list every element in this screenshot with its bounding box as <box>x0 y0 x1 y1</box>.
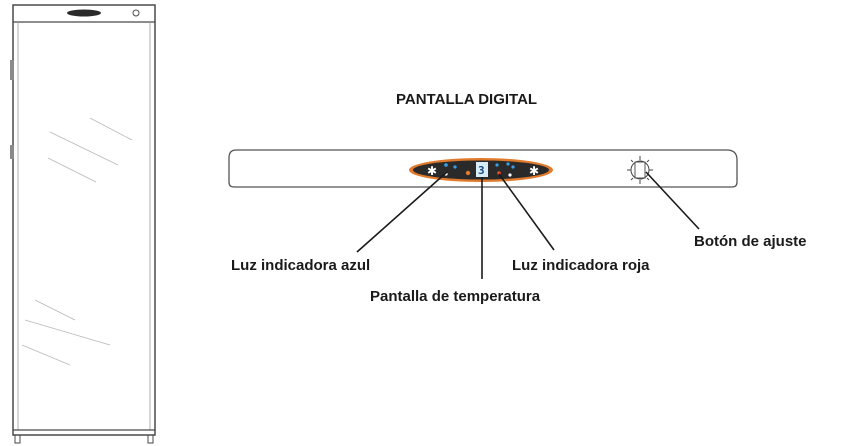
blue-indicator-label: Luz indicadora azul <box>231 257 370 274</box>
red-indicator-label: Luz indicadora roja <box>512 257 650 274</box>
adjust-knob-icon[interactable] <box>627 156 653 184</box>
indicator-dot <box>465 170 471 176</box>
indicator-dot <box>508 173 512 177</box>
temperature-display-screen <box>476 162 488 177</box>
temperature-readout: 3 <box>478 164 485 177</box>
refrigerator-outline-icon <box>10 4 156 444</box>
diagram-title: PANTALLA DIGITAL <box>396 91 537 108</box>
red-light-leader-line <box>498 173 555 251</box>
blue-indicator-light <box>453 165 457 169</box>
indicator-dot <box>511 165 515 169</box>
indicator-dot <box>495 163 499 167</box>
blue-indicator-light <box>444 163 448 167</box>
blue-light-leader-line <box>356 171 448 253</box>
snowflake-icon: ✱ <box>529 164 539 178</box>
temperature-display-label: Pantalla de temperatura <box>370 288 541 305</box>
adjust-button-leader-line <box>645 171 700 230</box>
indicator-dot <box>506 162 510 166</box>
adjust-button-label: Botón de ajuste <box>694 233 807 250</box>
digital-display-panel: ✱ ✱ 3 <box>409 158 553 182</box>
snowflake-icon: ✱ <box>427 164 437 178</box>
